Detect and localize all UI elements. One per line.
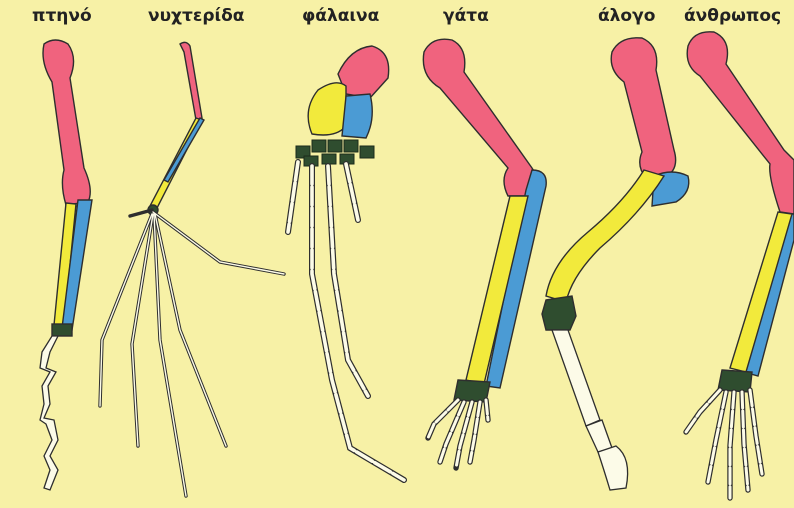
human-arm <box>686 32 794 498</box>
horse-leg <box>542 38 689 490</box>
bat-finger-3 <box>132 214 153 446</box>
human-humerus <box>687 32 794 214</box>
whale-radius <box>308 83 346 135</box>
bat-wing <box>100 42 284 496</box>
bird-wing <box>40 40 92 490</box>
bird-carpals <box>52 324 72 336</box>
cat-leg <box>423 39 546 468</box>
human-carpals <box>718 370 752 392</box>
cat-humerus <box>423 39 539 196</box>
bat-finger-1 <box>153 212 284 274</box>
horse-radius <box>546 170 664 302</box>
horse-pastern <box>586 420 612 452</box>
whale-carpals <box>296 140 374 166</box>
horse-cannon-bone <box>552 330 600 426</box>
whale-ulna <box>342 94 372 138</box>
bat-ulna <box>164 118 204 182</box>
bird-humerus <box>43 40 90 205</box>
whale-flipper <box>288 46 404 480</box>
bat-humerus <box>180 42 202 120</box>
bat-finger-5 <box>155 214 226 446</box>
bat-finger-2 <box>100 214 152 406</box>
bird-digits <box>40 336 58 490</box>
horse-humerus <box>611 38 675 178</box>
whale-digits <box>288 162 404 480</box>
horse-carpals <box>542 296 576 330</box>
bat-finger-4 <box>154 214 186 496</box>
horse-hoof <box>598 446 628 490</box>
